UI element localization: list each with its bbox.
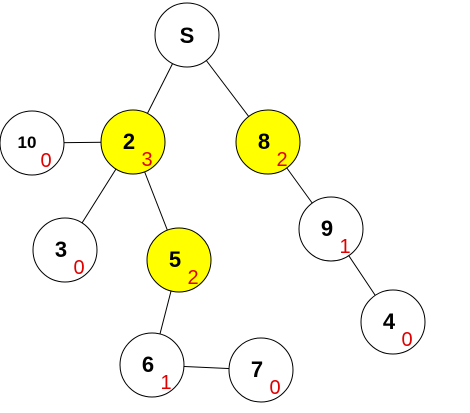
node-3: 30	[32, 217, 98, 283]
node-subscript-10: 0	[40, 150, 51, 172]
node-circle-6	[119, 332, 185, 398]
node-subscript-2: 3	[141, 149, 152, 171]
node-label-3: 3	[55, 237, 67, 262]
node-6: 61	[119, 332, 185, 398]
node-circle-3	[32, 217, 98, 283]
node-2: 23	[100, 109, 166, 175]
node-subscript-7: 0	[269, 377, 280, 399]
node-circle-7	[228, 337, 294, 403]
node-label-5: 5	[169, 247, 181, 272]
node-8: 82	[235, 109, 301, 175]
node-4: 40	[360, 289, 426, 355]
node-circle-2	[100, 109, 166, 175]
node-circle-4	[360, 289, 426, 355]
node-label-6: 6	[142, 352, 154, 377]
node-subscript-4: 0	[401, 329, 412, 351]
node-subscript-8: 2	[276, 149, 287, 171]
node-subscript-9: 1	[339, 236, 350, 258]
node-label-9: 9	[321, 216, 333, 241]
node-circle-5	[146, 227, 212, 293]
node-5: 52	[146, 227, 212, 293]
node-circle-9	[298, 196, 364, 262]
node-circle-8	[235, 109, 301, 175]
node-label-8: 8	[258, 129, 270, 154]
node-circle-10	[0, 110, 65, 176]
node-label-7: 7	[251, 357, 263, 382]
node-label-S: S	[180, 23, 195, 48]
node-circle-S	[154, 2, 220, 68]
node-subscript-5: 2	[187, 267, 198, 289]
node-label-4: 4	[383, 309, 396, 334]
node-label-2: 2	[123, 129, 135, 154]
node-S: S	[154, 2, 220, 68]
node-7: 70	[228, 337, 294, 403]
node-label-10: 10	[18, 133, 37, 152]
node-9: 91	[298, 196, 364, 262]
node-subscript-6: 1	[160, 372, 171, 394]
node-subscript-3: 0	[73, 257, 84, 279]
node-10: 100	[0, 110, 65, 176]
